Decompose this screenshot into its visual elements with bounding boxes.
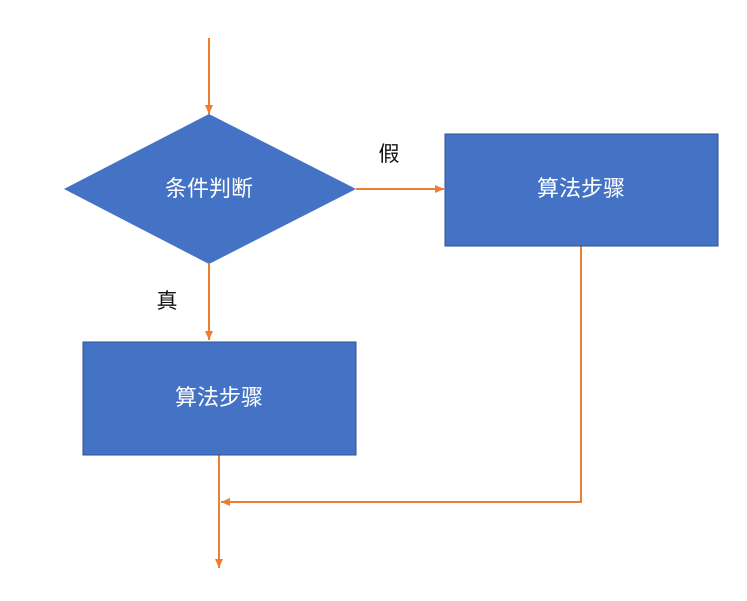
- true-process-label: 算法步骤: [175, 386, 263, 411]
- false-return-arrow: [221, 246, 582, 506]
- decision-label: 条件判断: [165, 177, 253, 202]
- false-branch-label: 假: [379, 142, 400, 166]
- true-branch-label: 真: [157, 289, 178, 313]
- false-process-label: 算法步骤: [537, 177, 625, 202]
- true-process-node: [82, 341, 357, 456]
- false-process-node: [444, 133, 719, 247]
- decision-node: [64, 114, 356, 264]
